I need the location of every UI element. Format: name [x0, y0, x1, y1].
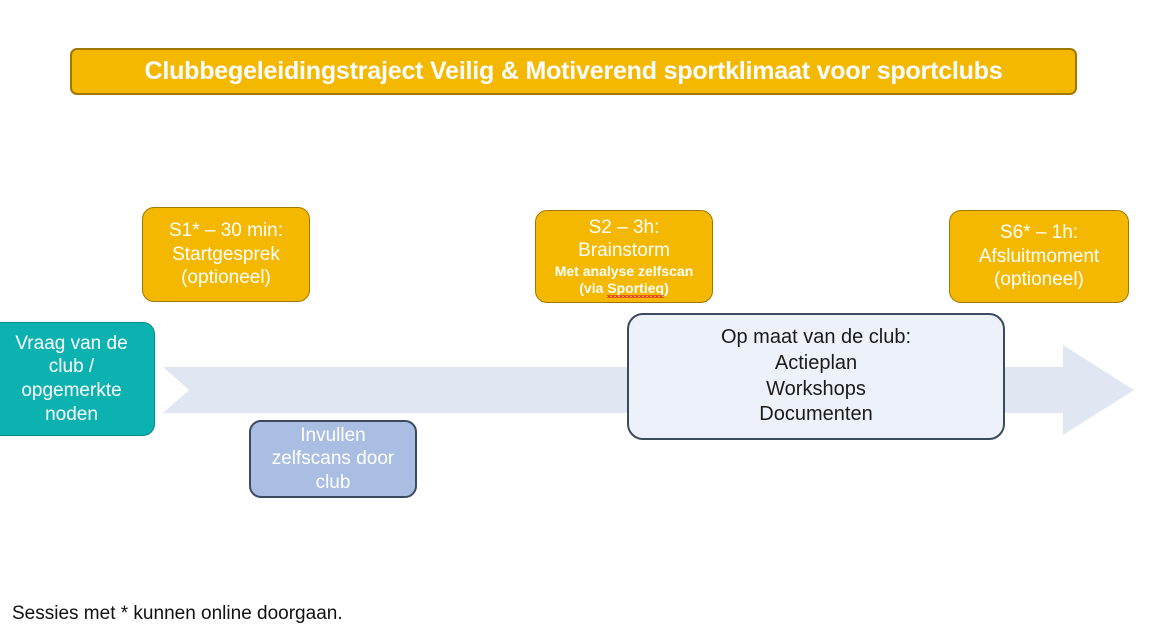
session-card-s2: S2 – 3h: Brainstorm Met analyse zelfscan… — [535, 210, 713, 303]
selfscan-line-2: zelfscans door — [271, 448, 395, 470]
start-trigger-box: Vraag van de club / opgemerkte noden — [0, 322, 155, 436]
s2-line-2: Brainstorm — [578, 240, 670, 262]
slide-title-banner: Clubbegeleidingstraject Veilig & Motiver… — [70, 48, 1077, 95]
start-line-1: Vraag van de — [15, 332, 128, 354]
s6-line-2: Afsluitmoment — [978, 245, 1100, 267]
s2-subline-2-suffix: ) — [664, 280, 669, 297]
tailored-offer-box: Op maat van de club: Actieplan Workshops… — [627, 313, 1005, 440]
start-line-3: opgemerkte — [21, 380, 122, 401]
footnote-text: Sessies met * kunnen online doorgaan. — [12, 603, 343, 624]
s6-line-3: (optioneel) — [994, 269, 1084, 291]
selfscan-box: Invullen zelfscans door club — [249, 420, 417, 498]
s2-subline-2: (via Sportieq) — [579, 280, 669, 299]
session-card-s1: S1* – 30 min: Startgesprek (optioneel) — [142, 207, 310, 302]
s2-misspelled-word: Sportieq — [607, 280, 665, 299]
selfscan-line-3: club — [315, 471, 351, 493]
s2-subline-2-prefix: (via — [579, 280, 608, 297]
tailored-line-1: Op maat van de club: — [720, 326, 912, 349]
page-title: Clubbegeleidingstraject Veilig & Motiver… — [144, 57, 1003, 85]
s6-line-1: S6* – 1h: — [999, 222, 1079, 244]
start-line-4: noden — [45, 403, 98, 425]
s2-line-1: S2 – 3h: — [588, 216, 660, 238]
tailored-line-3: Workshops — [766, 377, 866, 400]
session-card-s6: S6* – 1h: Afsluitmoment (optioneel) — [949, 210, 1129, 303]
tailored-line-4: Documenten — [759, 403, 873, 426]
selfscan-line-1: Invullen — [300, 424, 366, 446]
s1-line-2: Startgesprek — [172, 243, 280, 265]
s1-line-3: (optioneel) — [181, 267, 271, 289]
start-line-2: club / — [48, 356, 95, 378]
s2-subline-1: Met analyse zelfscan — [554, 262, 694, 279]
s1-line-1: S1* – 30 min: — [168, 220, 284, 242]
tailored-line-2: Actieplan — [774, 351, 858, 374]
